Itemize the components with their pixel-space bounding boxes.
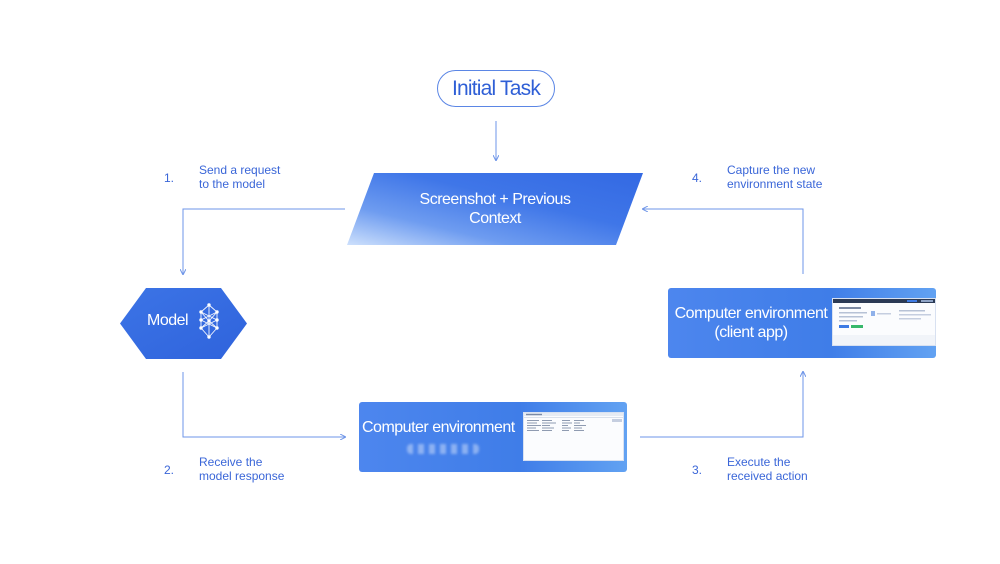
step-2-label: Receive the model response bbox=[199, 455, 284, 483]
env-client-label-line1: Computer environment bbox=[674, 305, 828, 322]
model-node: Model bbox=[120, 288, 247, 359]
step-2-line1: Receive the bbox=[199, 455, 263, 469]
initial-task-node: Initial Task bbox=[437, 70, 555, 107]
client-app-screenshot-image bbox=[833, 299, 935, 345]
step-1-number: 1. bbox=[164, 171, 175, 185]
client-app-screenshot-thumbnail bbox=[832, 298, 936, 346]
context-label-line1: Screenshot + Previous bbox=[419, 191, 571, 208]
arrow-model-to-env-bottom bbox=[182, 372, 345, 437]
step-2-number: 2. bbox=[164, 463, 175, 477]
arrow-env-top-to-context bbox=[643, 209, 804, 274]
environment-screenshot-thumbnail bbox=[523, 412, 624, 461]
step-3-number: 3. bbox=[692, 463, 703, 477]
step-3-line2: received action bbox=[727, 469, 808, 483]
environment-screenshot-image bbox=[524, 413, 623, 431]
step-4-label: Capture the new environment state bbox=[727, 163, 822, 191]
model-label: Model bbox=[147, 312, 189, 329]
screenshot-context-node: Screenshot + Previous Context bbox=[347, 173, 643, 245]
step-3-label: Execute the received action bbox=[727, 455, 808, 483]
step-4-line2: environment state bbox=[727, 177, 823, 191]
hexagon-shape bbox=[120, 288, 247, 359]
neural-network-icon bbox=[199, 303, 219, 339]
initial-task-label: Initial Task bbox=[451, 76, 541, 100]
computer-environment-client-node: Computer environment (client app) bbox=[668, 288, 936, 358]
step-4-line1: Capture the new bbox=[727, 163, 816, 177]
blurred-subtitle bbox=[407, 444, 479, 454]
step-4-number: 4. bbox=[692, 171, 703, 185]
context-label-line2: Context bbox=[469, 210, 521, 227]
step-1-line2: to the model bbox=[199, 177, 266, 191]
step-2-line2: model response bbox=[199, 469, 285, 483]
computer-environment-node: Computer environment bbox=[359, 402, 627, 472]
env-client-label-line2: (client app) bbox=[714, 324, 788, 341]
env-bottom-label: Computer environment bbox=[362, 419, 515, 436]
step-3-line1: Execute the bbox=[727, 455, 791, 469]
arrow-env-bottom-to-env-top bbox=[640, 372, 803, 438]
step-1-label: Send a request to the model bbox=[199, 163, 280, 191]
arrow-context-to-model bbox=[183, 208, 345, 274]
step-1-line1: Send a request bbox=[199, 163, 281, 177]
parallelogram-shape bbox=[347, 173, 643, 245]
